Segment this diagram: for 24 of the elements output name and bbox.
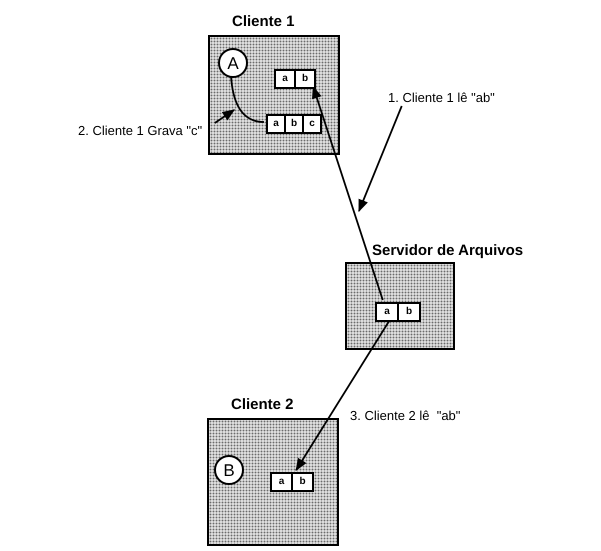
step-note: 1. Cliente 1 lê "ab" [388,90,528,106]
data-block [270,472,314,492]
data-cell-text: a [281,72,289,86]
box-title: Cliente 2 [231,395,294,415]
process-letter: B [223,462,235,478]
data-block [274,69,316,89]
box-title: Cliente 1 [232,12,295,32]
leader-arrow [358,106,403,212]
arrow [295,320,391,472]
data-cell: b [397,304,419,320]
data-cell-text: a [383,305,391,319]
step-note: 2. Cliente 1 Grava "c" [78,123,216,139]
leader-arrow [214,109,236,124]
data-cell-text: a [278,475,286,489]
data-cell: c [302,116,320,132]
box-title: Servidor de Arquivos [372,241,524,261]
data-block [375,302,421,322]
data-cell: b [291,474,312,490]
step-note: 3. Cliente 2 lê "ab" [350,408,460,424]
data-cell: b [284,116,302,132]
data-block [266,114,322,134]
data-cell-text: a [272,117,280,131]
process-letter: A [227,54,239,72]
data-cell: b [294,71,314,87]
